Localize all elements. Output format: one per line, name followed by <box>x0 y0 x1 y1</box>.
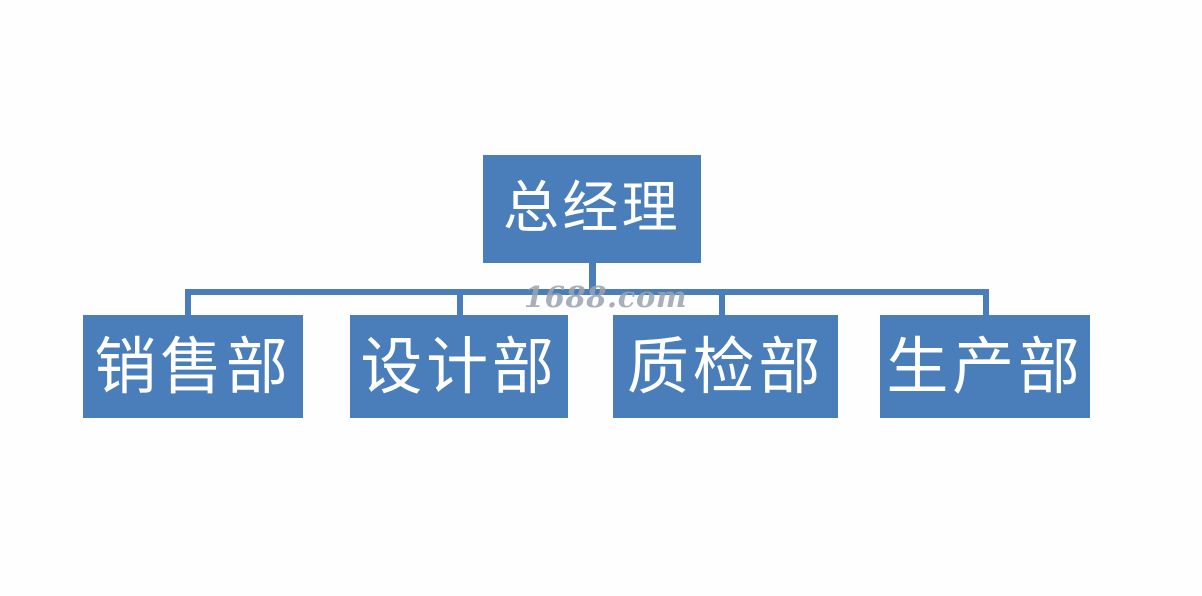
connector-drop-design <box>457 289 463 316</box>
org-node-root[interactable]: 总经理 <box>483 155 701 263</box>
connector-drop-sales <box>185 289 191 316</box>
org-node-design[interactable]: 设计部 <box>350 315 568 418</box>
org-node-quality[interactable]: 质检部 <box>613 315 838 418</box>
watermark-text: 1688.com <box>524 280 688 314</box>
org-node-production[interactable]: 生产部 <box>880 315 1090 418</box>
org-node-sales[interactable]: 销售部 <box>83 315 303 418</box>
connector-horizontal-bus <box>185 289 989 295</box>
connector-drop-quality <box>719 289 725 316</box>
org-node-design-label: 设计部 <box>360 329 558 403</box>
org-node-quality-label: 质检部 <box>626 329 825 403</box>
connector-root-stem <box>589 263 596 292</box>
org-node-sales-label: 销售部 <box>94 329 292 403</box>
org-node-root-label: 总经理 <box>502 176 682 241</box>
connector-drop-production <box>983 289 989 316</box>
org-node-production-label: 生产部 <box>886 329 1084 403</box>
